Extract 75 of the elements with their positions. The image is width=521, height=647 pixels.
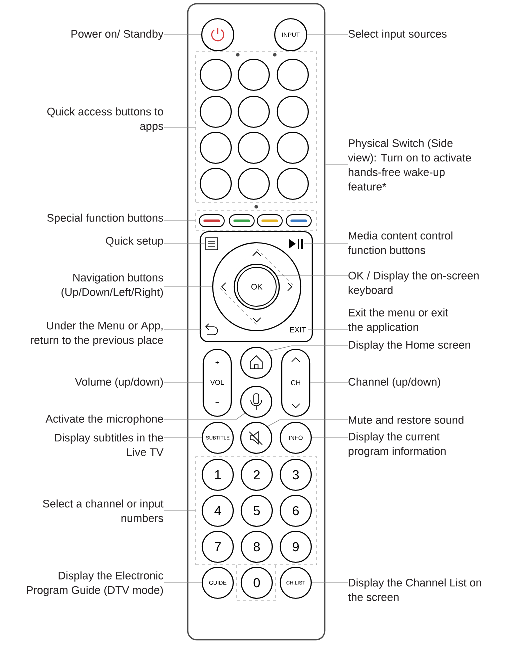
number-button: 1 <box>202 458 234 492</box>
callout-text: Special function buttons <box>48 214 164 224</box>
leader-line <box>325 164 348 166</box>
number-button: 8 <box>240 530 274 564</box>
leader-line <box>268 346 348 352</box>
play-pause-icon <box>289 239 303 249</box>
button-group-outline <box>196 52 318 204</box>
leader-line <box>164 582 202 584</box>
callout-text: Select input sources <box>348 30 447 40</box>
power-button <box>201 18 235 52</box>
callout-text: Volume (up/down) <box>75 378 164 388</box>
back-icon <box>205 324 218 336</box>
app-button <box>200 58 232 92</box>
callout-text: Channel (up/down) <box>348 378 440 388</box>
leader-line <box>312 582 348 584</box>
color-button <box>199 214 225 228</box>
menu-icon <box>206 238 218 250</box>
number-button: 9 <box>280 530 312 564</box>
color-button <box>286 214 312 228</box>
app-button <box>276 96 310 128</box>
leader-line <box>268 420 348 427</box>
app-button <box>200 132 232 164</box>
app-button <box>238 58 270 92</box>
number-button: 5 <box>240 494 274 528</box>
callout-text: Power on/ Standby <box>72 30 164 40</box>
app-button <box>238 96 270 128</box>
callout-text: Exit the menu or exit the application <box>348 308 448 334</box>
leader-line <box>164 510 196 512</box>
number-button: 3 <box>280 458 312 492</box>
navigation-panel <box>200 231 314 343</box>
leader-line <box>164 286 213 288</box>
ok-button: OK <box>234 264 280 310</box>
callout-text: Navigation buttons (Up/Down/Left/Right) <box>62 274 164 298</box>
remote-body <box>187 3 326 641</box>
leader-line <box>164 382 204 384</box>
leader-line <box>276 275 348 276</box>
app-button <box>276 168 310 200</box>
mute-button <box>240 422 273 454</box>
leader-line <box>164 413 246 420</box>
leader-line <box>164 220 196 222</box>
callout-text: Display the Home screen <box>349 340 470 352</box>
app-button <box>276 58 310 92</box>
app-button <box>200 96 232 128</box>
callout-text: Media content control function buttons <box>348 232 453 254</box>
callout-text: OK / Display the on-screen keyboard <box>348 272 479 296</box>
callout-text: Quick setup <box>106 236 164 248</box>
leader-line <box>310 382 348 384</box>
callout-text: Physical Switch (Side view): Turn on to activate hands-free wake-up feature* <box>348 139 472 191</box>
number-pad-outline <box>196 456 318 566</box>
app-button <box>238 132 270 164</box>
number-button: 0 <box>240 566 274 600</box>
color-button <box>257 214 283 228</box>
callout-text: Activate the microphone <box>46 414 164 426</box>
button-group-outline <box>196 210 318 232</box>
color-button <box>229 214 255 228</box>
number-button: 4 <box>202 494 234 528</box>
microphone-button <box>240 386 273 418</box>
number-button: 2 <box>240 458 274 492</box>
app-button <box>238 168 270 200</box>
app-button <box>276 132 310 164</box>
home-button <box>240 346 273 380</box>
leader-line <box>307 34 348 36</box>
leader-line <box>164 34 202 36</box>
callout-text: Display the current program information <box>348 432 446 458</box>
callout-text: Display subtitles in the Live TV <box>55 434 164 456</box>
callout-text: Under the Menu or App, return to the previous place <box>31 322 164 346</box>
callout-text: Display the Electronic Program Guide (DTV mode) <box>27 572 164 596</box>
leader-line <box>164 127 196 128</box>
number-button: 6 <box>280 494 312 528</box>
app-button <box>200 168 232 200</box>
number-button: 7 <box>202 530 234 564</box>
callout-text: Select a channel or input numbers <box>43 500 164 522</box>
callout-text: Quick access buttons to apps <box>48 108 164 132</box>
callout-text: Display the Channel List on the screen <box>348 578 482 602</box>
callout-text: Mute and restore sound <box>349 416 464 424</box>
